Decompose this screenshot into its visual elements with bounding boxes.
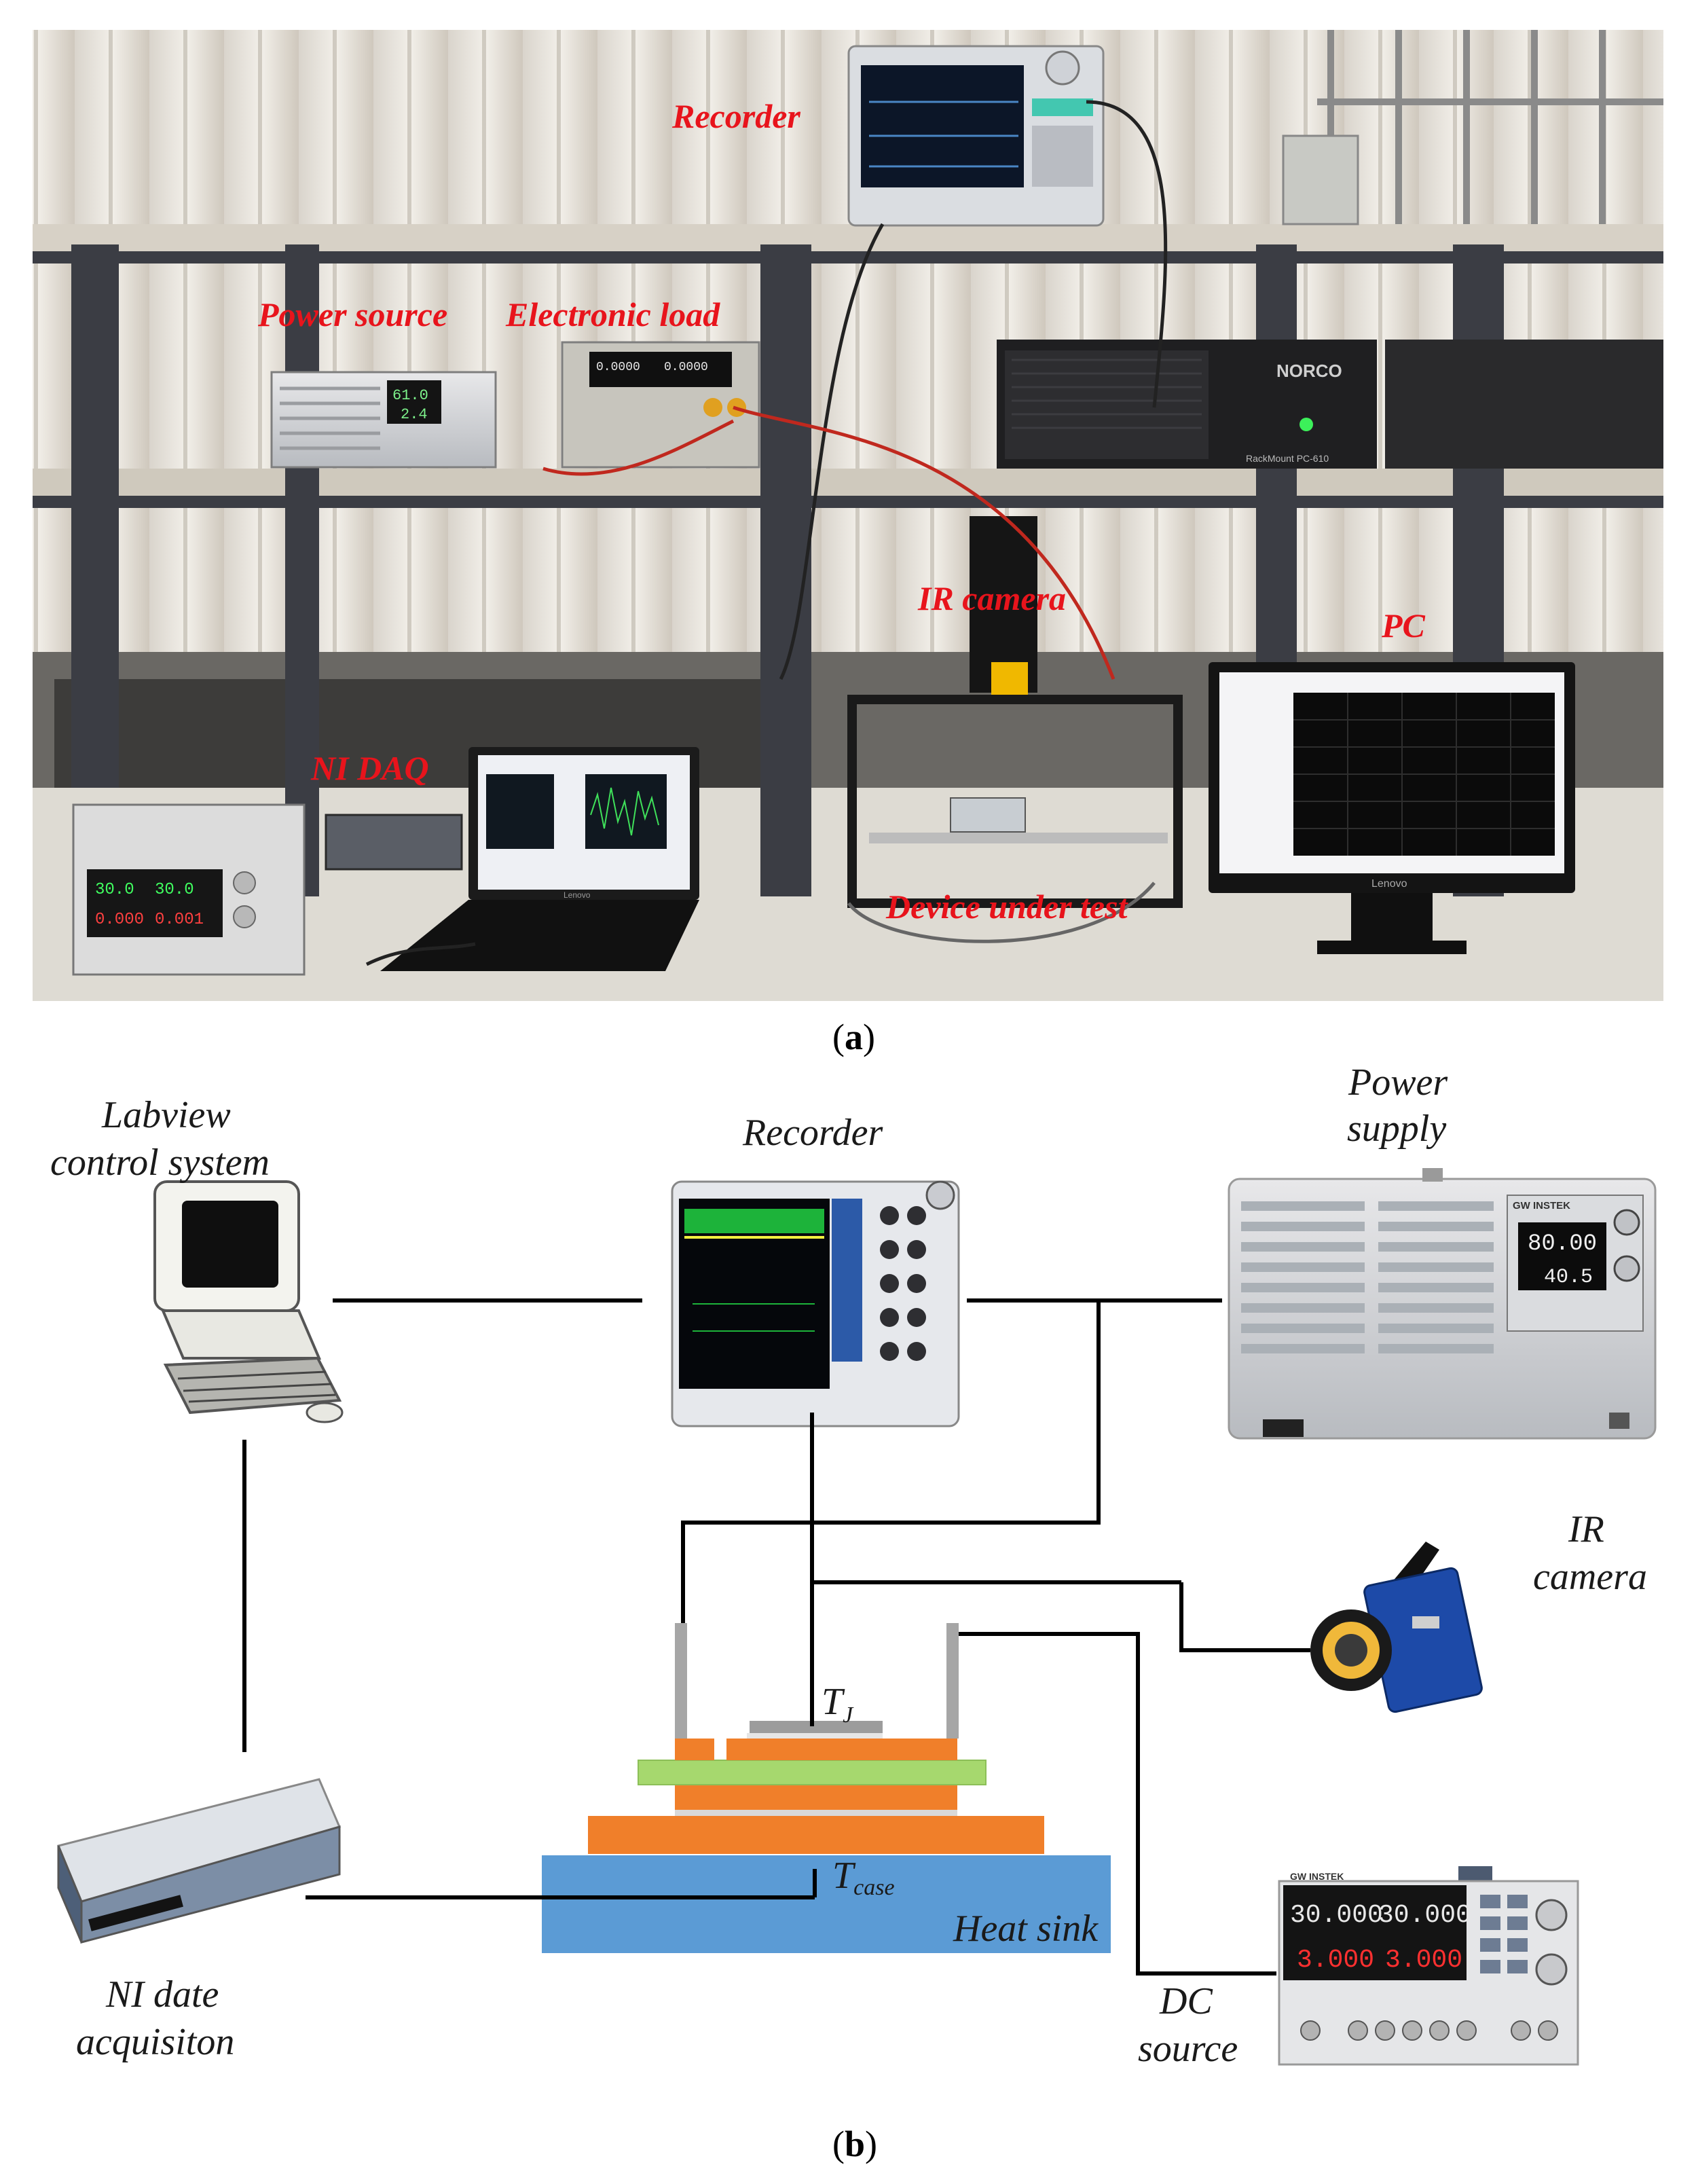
dc-voltage-1: 30.000: [1290, 1901, 1383, 1930]
rack-pc-photo: NORCO RackMount PC-610: [997, 340, 1377, 469]
recorder-photo: [847, 45, 1105, 227]
dc-label-line2: source: [1138, 2028, 1238, 2070]
photo-label-ni-daq: NI DAQ: [310, 749, 429, 787]
power-source-readout-2: 2.4: [401, 406, 428, 423]
recorder-label: Recorder: [742, 1112, 883, 1154]
monitor-brand: Lenovo: [1371, 878, 1407, 890]
caption-a: (a): [832, 1017, 875, 1057]
power-module: [542, 1623, 1111, 1953]
dc-readout-3: 0.000: [95, 911, 144, 929]
ceramic-substrate: [638, 1760, 987, 1785]
photo-label-device-under-test: Device under test: [885, 888, 1129, 926]
power-supply-icon: GW INSTEK 80.00 40.5: [1228, 1168, 1657, 1440]
top-shelf: [33, 224, 1663, 251]
heat-sink-label: Heat sink: [953, 1908, 1099, 1950]
bottom-copper: [675, 1784, 957, 1810]
chip-die: [750, 1721, 883, 1733]
baseplate: [588, 1816, 1044, 1854]
photo-label-pc: PC: [1381, 606, 1426, 644]
caption-b: (b): [832, 2124, 877, 2164]
power-supply-voltage: 80.00: [1528, 1231, 1597, 1257]
photo-label-electronic-load: Electronic load: [505, 295, 720, 333]
ni-label-line2: acquisiton: [76, 2021, 234, 2063]
wall-box: [1282, 134, 1359, 225]
rack-brand: NORCO: [1276, 361, 1342, 381]
terminal-right: [946, 1623, 959, 1739]
top-copper-right: [726, 1739, 957, 1760]
dc-current-2: 3.000: [1385, 1946, 1462, 1975]
photo-label-power-source: Power source: [257, 295, 447, 333]
load-readout-1: 0.0000: [596, 361, 640, 374]
dc-brand: GW INSTEK: [1290, 1871, 1344, 1882]
top-copper-left: [675, 1739, 714, 1760]
right-cabinet: [1385, 340, 1663, 469]
cables: [365, 100, 1168, 966]
ir-camera-icon: [1310, 1542, 1483, 1713]
panel-a-photo: 61.0 2.4 0.0000 0.0000 NORCO Rac: [33, 30, 1663, 1001]
ir-camera-label-line1: IR: [1568, 1508, 1604, 1550]
laptop-photo: Lenovo: [380, 747, 699, 971]
labview-computer-icon: [153, 1180, 344, 1423]
electronic-load-photo: 0.0000 0.0000: [561, 341, 760, 469]
ni-label-line1: NI date: [105, 1973, 219, 2016]
dc-readout-2: 30.0: [155, 881, 194, 899]
terminal-left: [675, 1623, 687, 1739]
tcase-label: Tcase: [832, 1855, 895, 1900]
dc-label-line1: DC: [1159, 1980, 1213, 2022]
pc-monitor-photo: Lenovo: [1209, 662, 1575, 954]
die-solder: [747, 1733, 883, 1739]
tj-label: TJ: [822, 1681, 854, 1728]
ni-daq-photo: [325, 814, 463, 871]
heat-sink: [542, 1855, 1111, 1953]
dc-source-photo: 30.0 30.0 0.000 0.001: [72, 803, 306, 976]
power-supply-brand: GW INSTEK: [1513, 1200, 1570, 1212]
labview-label-line2: control system: [50, 1142, 270, 1184]
solder-layer: [675, 1808, 957, 1816]
power-supply-label-line2: supply: [1347, 1108, 1446, 1150]
window-bars: [1317, 30, 1663, 224]
laptop-brand: Lenovo: [564, 890, 591, 900]
power-source-readout: 61.0: [392, 387, 428, 404]
power-source-photo: 61.0 2.4: [270, 371, 497, 469]
dc-source-icon: GW INSTEK 30.000 30.000 3.000 3.000: [1278, 1866, 1579, 2066]
connection-wires: [242, 1298, 1310, 1976]
dc-voltage-2: 30.000: [1378, 1901, 1471, 1930]
labview-label-line1: Labview: [101, 1094, 231, 1136]
ir-camera-label-line2: camera: [1533, 1556, 1647, 1598]
recorder-icon: [671, 1180, 960, 1427]
power-supply-current: 40.5: [1544, 1266, 1593, 1289]
dc-current-1: 3.000: [1297, 1946, 1374, 1975]
photo-label-recorder: Recorder: [671, 97, 800, 135]
ni-daq-icon: [56, 1778, 342, 1944]
ir-camera-photo: [847, 516, 1183, 908]
load-readout-2: 0.0000: [664, 361, 708, 374]
photo-label-ir-camera: IR camera: [917, 579, 1066, 617]
dc-readout-1: 30.0: [95, 881, 134, 899]
middle-shelf: [33, 469, 1663, 496]
panel-b-diagram: Labview control system Recorder: [50, 1061, 1657, 2070]
dc-readout-4: 0.001: [155, 911, 204, 929]
rack-model: RackMount PC-610: [1246, 453, 1329, 464]
power-supply-label-line1: Power: [1348, 1061, 1448, 1104]
